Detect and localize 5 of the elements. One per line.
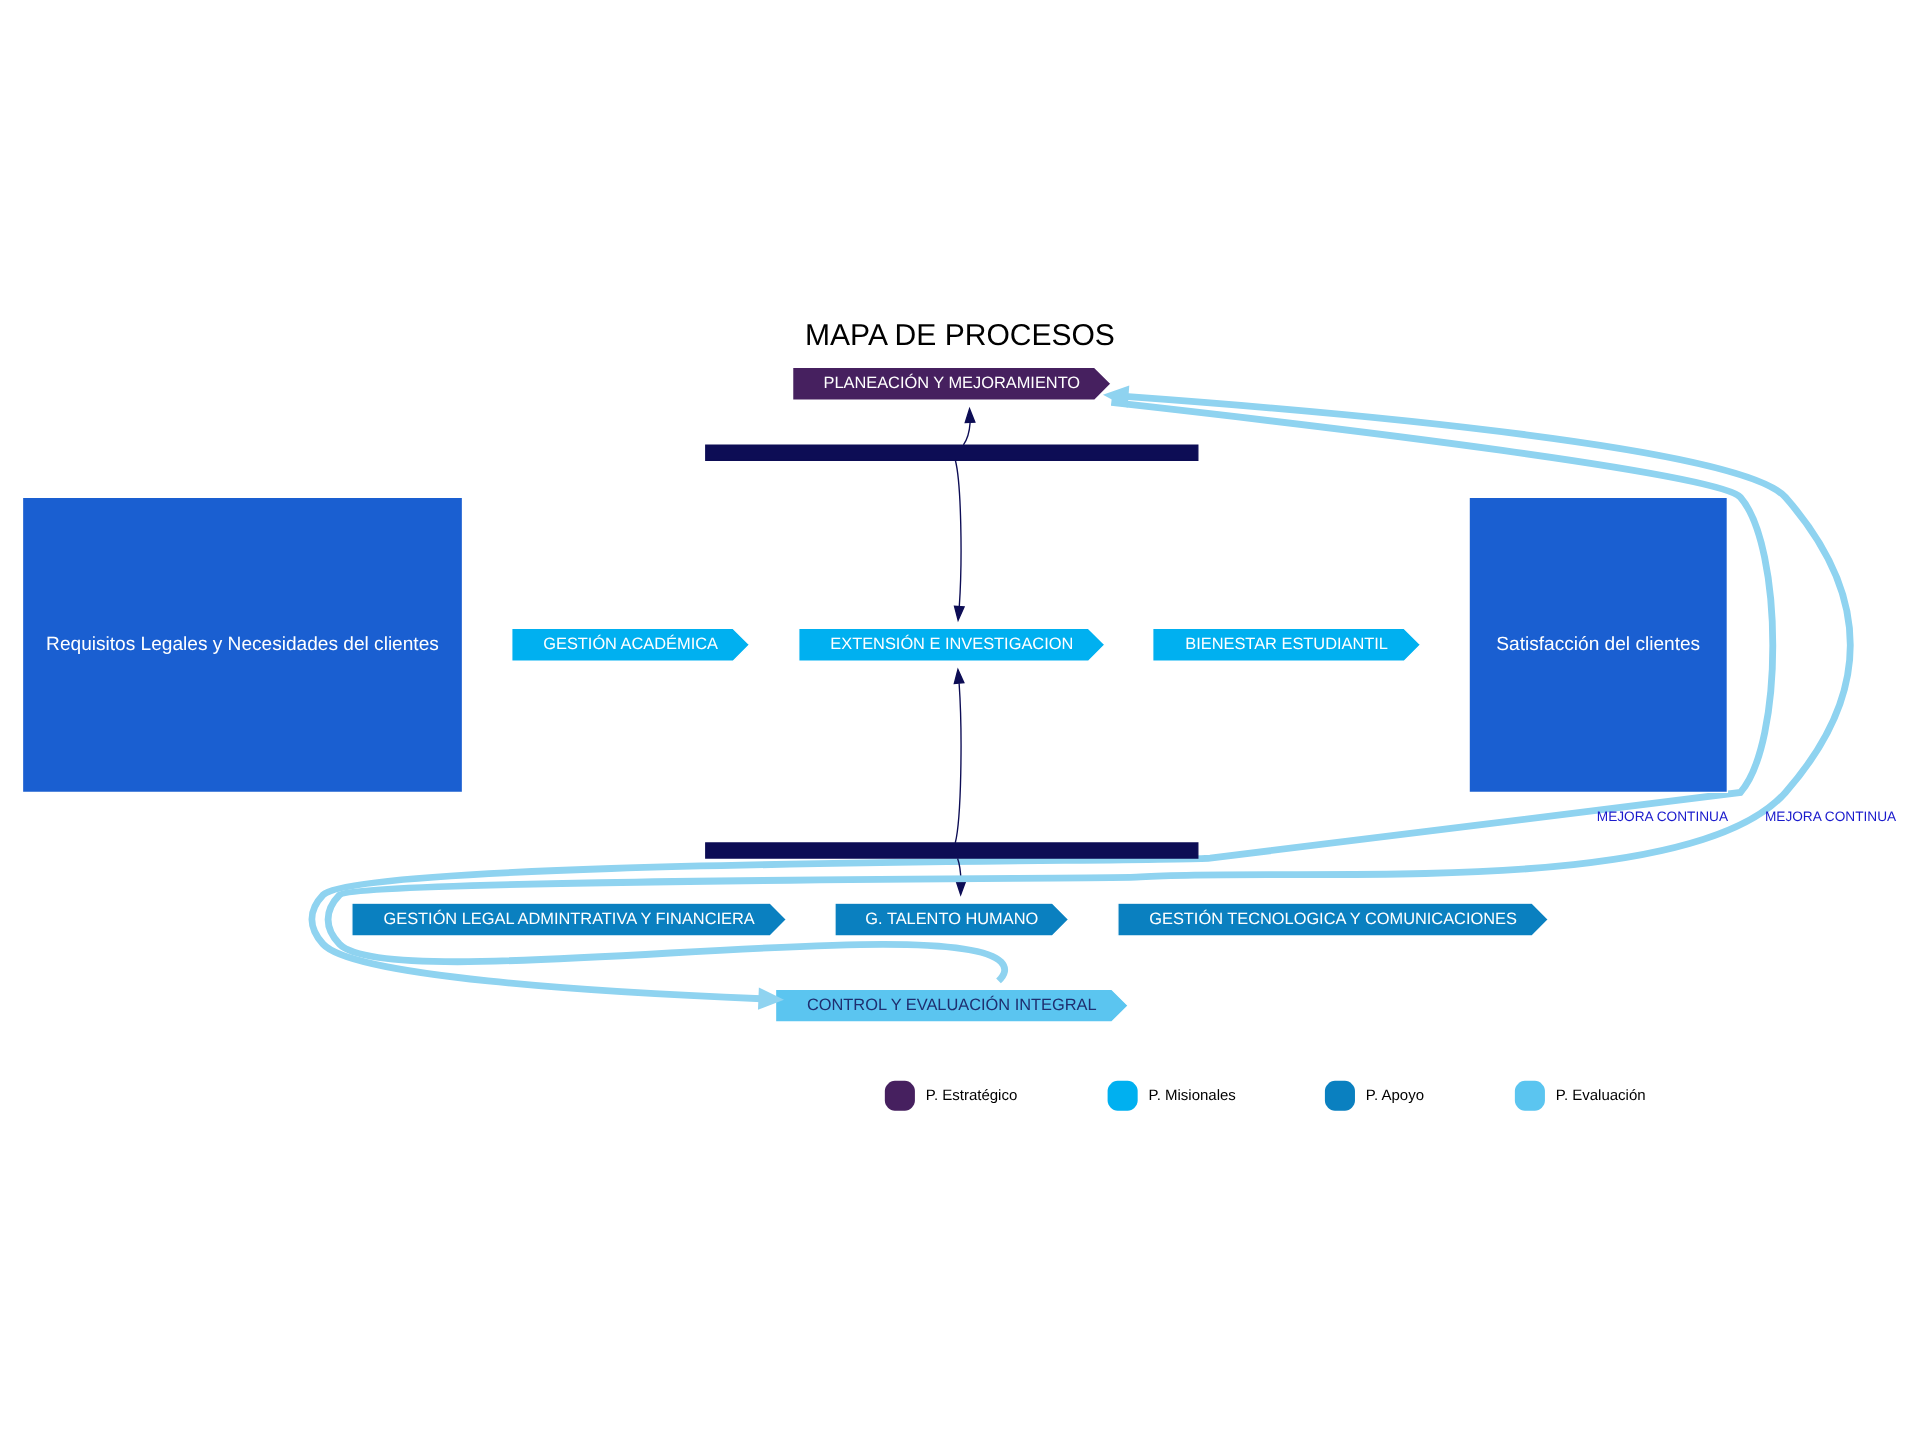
legend-label: P. Evaluación xyxy=(1555,1085,1646,1104)
legend-label: P. Apoyo xyxy=(1365,1085,1425,1104)
legend-label: P. Misionales xyxy=(1148,1085,1236,1104)
legend-label: P. Estratégico xyxy=(925,1085,1018,1104)
diagram-title: MAPA DE PROCESOS xyxy=(805,318,1115,353)
